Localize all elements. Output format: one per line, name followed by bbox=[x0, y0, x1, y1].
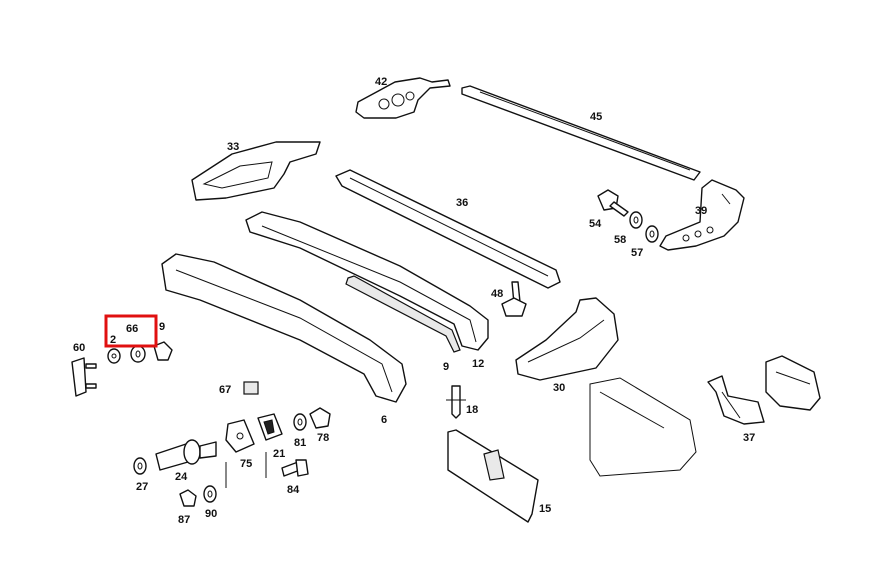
part-87-nut bbox=[179, 489, 197, 507]
label-9-top: 9 bbox=[159, 321, 165, 333]
part-36-strip bbox=[335, 169, 561, 289]
label-12: 12 bbox=[472, 358, 484, 370]
label-60: 60 bbox=[73, 342, 85, 354]
label-84: 84 bbox=[287, 484, 300, 496]
label-81: 81 bbox=[294, 437, 306, 449]
label-58: 58 bbox=[614, 234, 626, 246]
part-9-nut bbox=[153, 341, 173, 361]
part-75-bracket bbox=[225, 419, 255, 453]
label-36: 36 bbox=[456, 197, 468, 209]
part-33-corner bbox=[191, 141, 321, 201]
label-30: 30 bbox=[553, 382, 565, 394]
part-90-washer bbox=[203, 485, 217, 503]
part-24-stud bbox=[155, 439, 217, 471]
part-54-bolt bbox=[597, 189, 629, 217]
label-67: 67 bbox=[219, 384, 231, 396]
part-58-washer bbox=[629, 211, 643, 229]
label-24: 24 bbox=[175, 471, 188, 483]
part-57-washer bbox=[645, 225, 659, 243]
part-48-screw bbox=[501, 281, 527, 317]
part-66-washer bbox=[130, 345, 146, 363]
part-45-bar bbox=[461, 85, 701, 181]
label-75: 75 bbox=[240, 458, 252, 470]
part-12-bumper bbox=[245, 211, 489, 351]
highlight-box bbox=[104, 314, 158, 348]
label-45: 45 bbox=[590, 111, 602, 123]
label-39: 39 bbox=[695, 205, 707, 217]
part-60-clip bbox=[71, 357, 97, 397]
label-54: 54 bbox=[589, 218, 602, 230]
label-90: 90 bbox=[205, 508, 217, 520]
label-87: 87 bbox=[178, 514, 190, 526]
part-2-washer bbox=[107, 348, 121, 364]
part-39-bracket bbox=[659, 179, 745, 251]
label-57: 57 bbox=[631, 247, 643, 259]
label-37: 37 bbox=[743, 432, 755, 444]
label-21: 21 bbox=[273, 448, 285, 460]
part-78-nut bbox=[309, 407, 331, 429]
part-27-washer bbox=[133, 457, 147, 475]
part-9-strip bbox=[345, 275, 461, 353]
part-84-bolt bbox=[281, 459, 309, 477]
part-30-endcap bbox=[515, 297, 619, 381]
label-42: 42 bbox=[375, 76, 387, 88]
part-18-pin bbox=[446, 385, 466, 419]
part-67-clip bbox=[243, 381, 259, 395]
part-37-bracket bbox=[707, 375, 765, 425]
part-15-panel bbox=[447, 429, 539, 523]
label-48: 48 bbox=[491, 288, 503, 300]
part-lamp bbox=[765, 355, 821, 411]
part-42-bracket bbox=[355, 77, 451, 119]
label-27: 27 bbox=[136, 481, 148, 493]
part-81-washer bbox=[293, 413, 307, 431]
part-21-block bbox=[257, 413, 283, 441]
part-6-bumper bbox=[161, 253, 407, 403]
label-15: 15 bbox=[539, 503, 551, 515]
label-18: 18 bbox=[466, 404, 478, 416]
label-78: 78 bbox=[317, 432, 329, 444]
label-66: 66 bbox=[126, 323, 138, 335]
part-valance bbox=[589, 377, 697, 477]
label-33: 33 bbox=[227, 141, 239, 153]
label-9-mid: 9 bbox=[443, 361, 449, 373]
label-2: 2 bbox=[110, 334, 116, 346]
label-6: 6 bbox=[381, 414, 387, 426]
